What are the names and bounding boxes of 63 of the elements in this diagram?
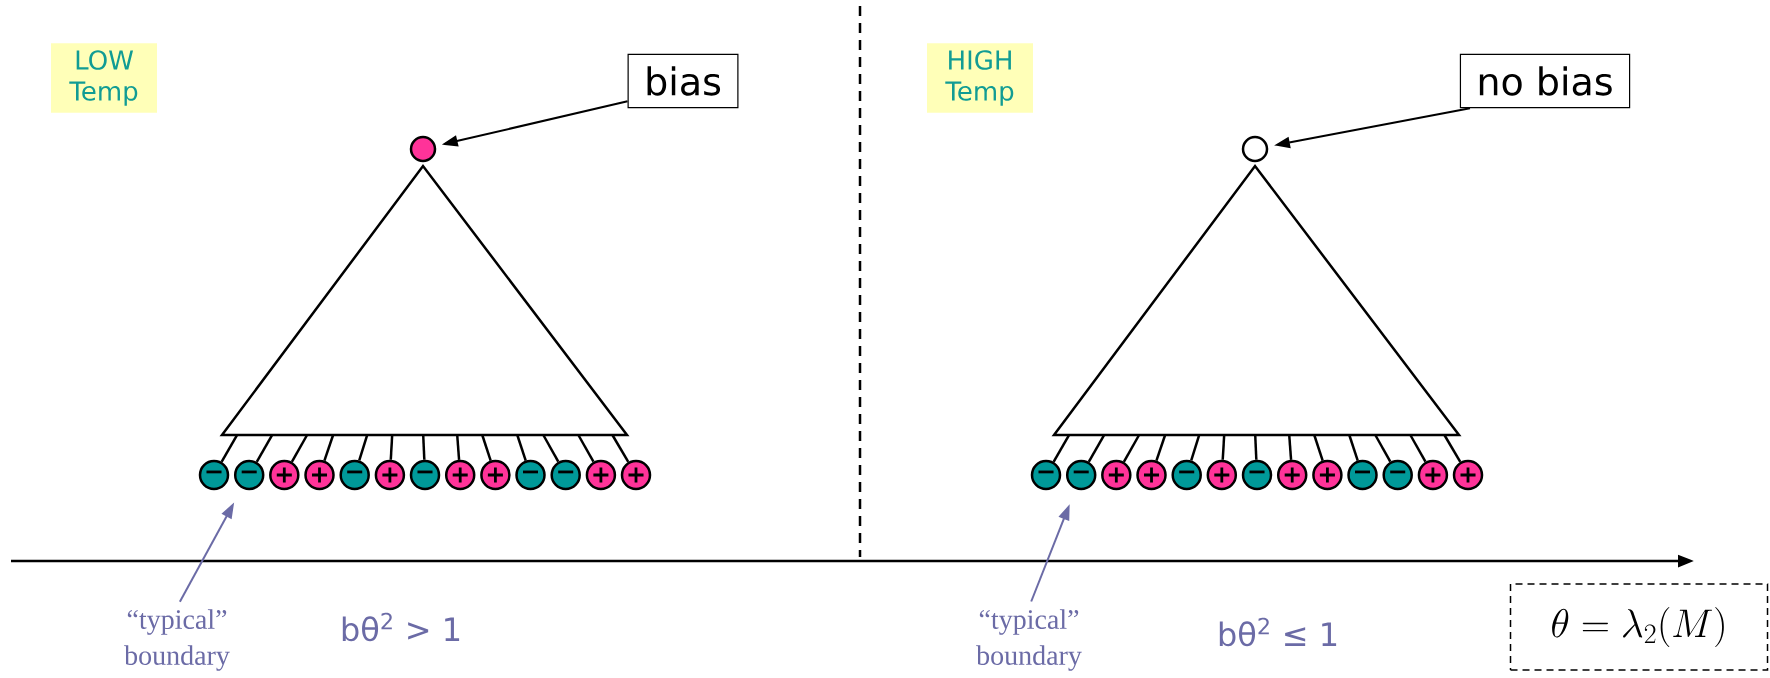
stem-line xyxy=(516,434,527,461)
leaf-node: + xyxy=(1312,459,1343,491)
stem-line xyxy=(1409,434,1427,463)
stem-line xyxy=(389,434,394,460)
leaf-node: + xyxy=(620,459,652,491)
stem-line xyxy=(1313,434,1324,461)
leaf-node: − xyxy=(1382,459,1413,491)
boundary-label: “typical” boundary xyxy=(124,609,230,671)
bias-box: bias xyxy=(627,53,739,109)
stem-line xyxy=(1052,434,1071,463)
root-node xyxy=(1241,135,1269,163)
stem-line xyxy=(290,434,309,463)
stem-line xyxy=(542,434,560,463)
stem-line xyxy=(1087,434,1106,463)
stem-line xyxy=(1122,434,1141,463)
leaf-node: − xyxy=(1065,459,1097,491)
stem-line xyxy=(1288,434,1293,460)
stem-line xyxy=(1374,434,1392,463)
leaf-node: + xyxy=(1276,459,1308,491)
stem-line xyxy=(1443,434,1462,463)
stem-line xyxy=(1348,434,1359,461)
stem-line xyxy=(421,434,426,460)
stem-line xyxy=(358,434,369,461)
leaf-node: + xyxy=(1136,459,1167,491)
leaf-node: + xyxy=(480,459,511,491)
leaf-node: − xyxy=(515,459,546,491)
leaf-node: + xyxy=(374,459,406,491)
boundary-label: “typical” boundary xyxy=(976,609,1082,671)
leaf-node: + xyxy=(1101,459,1132,491)
leaf-node: + xyxy=(1417,459,1449,491)
stem-line xyxy=(323,434,335,461)
leaf-node: − xyxy=(233,459,265,491)
leaf-node: − xyxy=(339,459,370,491)
stem-line xyxy=(220,434,239,463)
leaf-node: − xyxy=(1347,459,1378,491)
formula-box: $\theta = \lambda_2(M)$ xyxy=(1509,583,1769,671)
stem-line xyxy=(1253,434,1258,460)
condition-label: bθ$^{2}$ ≤ 1 xyxy=(1219,617,1337,647)
leaf-node: + xyxy=(269,459,300,491)
leaf-node: − xyxy=(1030,459,1062,491)
stem-line xyxy=(1190,434,1201,461)
temperature-label: LOW Temp xyxy=(51,43,157,113)
leaf-node: + xyxy=(585,459,617,491)
leaf-node: − xyxy=(550,459,581,491)
leaf-node: − xyxy=(409,459,441,491)
stem-line xyxy=(577,434,595,463)
stem-line xyxy=(455,434,461,460)
stem-line xyxy=(611,434,630,463)
bias-box: no bias xyxy=(1459,53,1631,109)
leaf-node: − xyxy=(198,459,230,491)
leaf-node: + xyxy=(304,459,335,491)
leaf-node: + xyxy=(444,459,476,491)
stem-line xyxy=(1221,434,1226,460)
root-node xyxy=(409,135,437,163)
stem-line xyxy=(481,434,492,461)
condition-label: bθ$^{2}$ > 1 xyxy=(342,612,460,642)
stem-line xyxy=(255,434,274,463)
leaf-node: − xyxy=(1241,459,1273,491)
temperature-label: HIGH Temp xyxy=(927,43,1033,113)
leaf-node: − xyxy=(1171,459,1202,491)
leaf-node: + xyxy=(1206,459,1238,491)
stem-line xyxy=(1155,434,1167,461)
leaf-node: + xyxy=(1452,459,1484,491)
